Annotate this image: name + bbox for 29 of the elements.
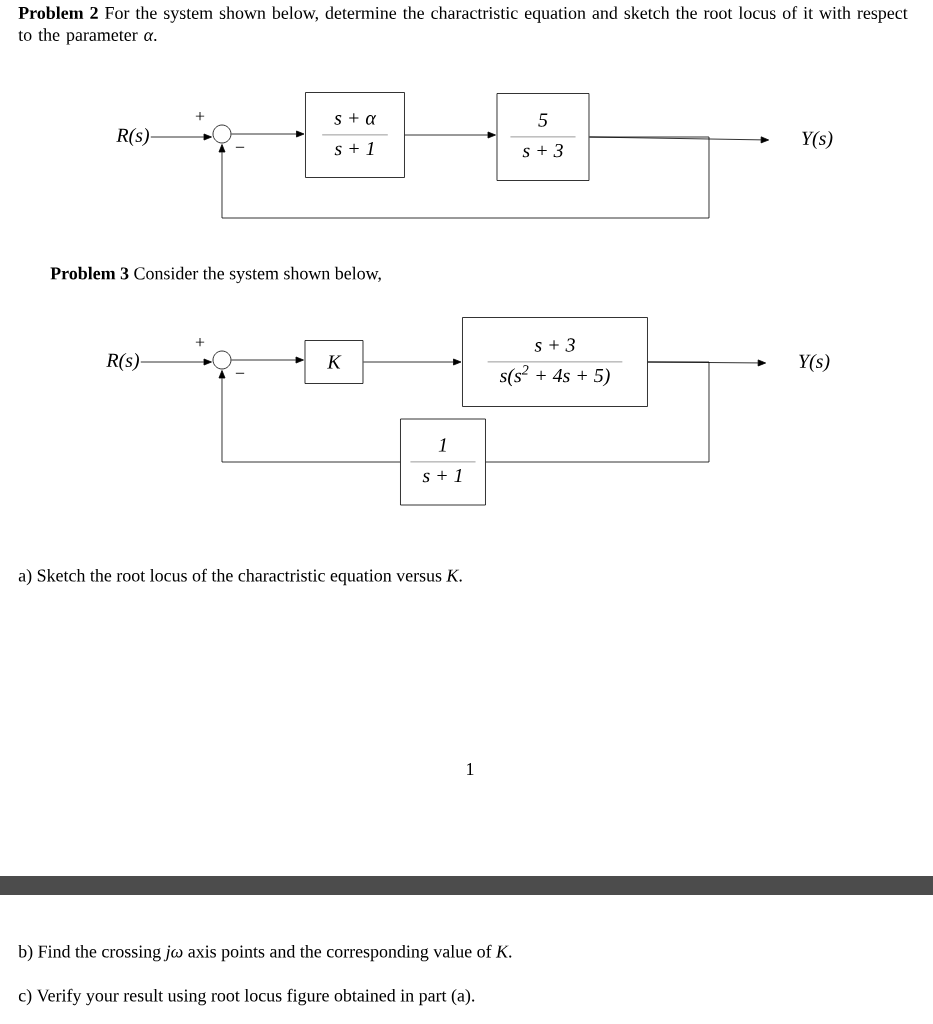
transfer-function-block: 1 s + 1	[400, 418, 486, 506]
problem-heading: Problem 3 Consider the system shown below,	[50, 266, 381, 284]
sign-label: −	[235, 146, 245, 148]
transfer-function-block: K	[304, 340, 364, 384]
arrow	[140, 358, 212, 366]
signal-label: Y(s)	[799, 353, 830, 373]
arrow	[150, 133, 212, 141]
transfer-function-block: s + 3 s(s$^{2}$ + 4s + 5)	[462, 317, 648, 407]
question-text: a) Sketch the root locus of the charactristic equation versus K.	[18, 568, 462, 586]
sign-label: +	[195, 337, 205, 347]
summing-junction	[212, 124, 232, 144]
arrow	[231, 356, 304, 364]
arrow	[218, 370, 401, 463]
signal-label: R(s)	[106, 352, 139, 372]
transfer-function-block: s + α s + 1	[305, 92, 405, 178]
arrow	[231, 130, 305, 138]
page-number: 1	[467, 763, 474, 775]
sign-label: −	[235, 372, 245, 374]
arrow	[363, 358, 462, 366]
arrow	[404, 131, 496, 139]
signal-label: Y(s)	[802, 130, 833, 150]
question-text: c) Verify your result using root locus figure obtained in part (a).	[18, 988, 475, 1006]
sign-label: +	[195, 111, 205, 121]
problem-text: Problem 2 For the system shown below, determine the charactristic equation and sketch the root locus of it with respect to the parameter α.	[18, 6, 908, 45]
arrow	[218, 136, 710, 219]
summing-junction	[212, 350, 232, 370]
signal-label: R(s)	[116, 127, 149, 147]
question-text: b) Find the crossing jω axis points and the corresponding value of K.	[18, 944, 512, 962]
transfer-function-block: 5 s + 3	[496, 93, 590, 181]
